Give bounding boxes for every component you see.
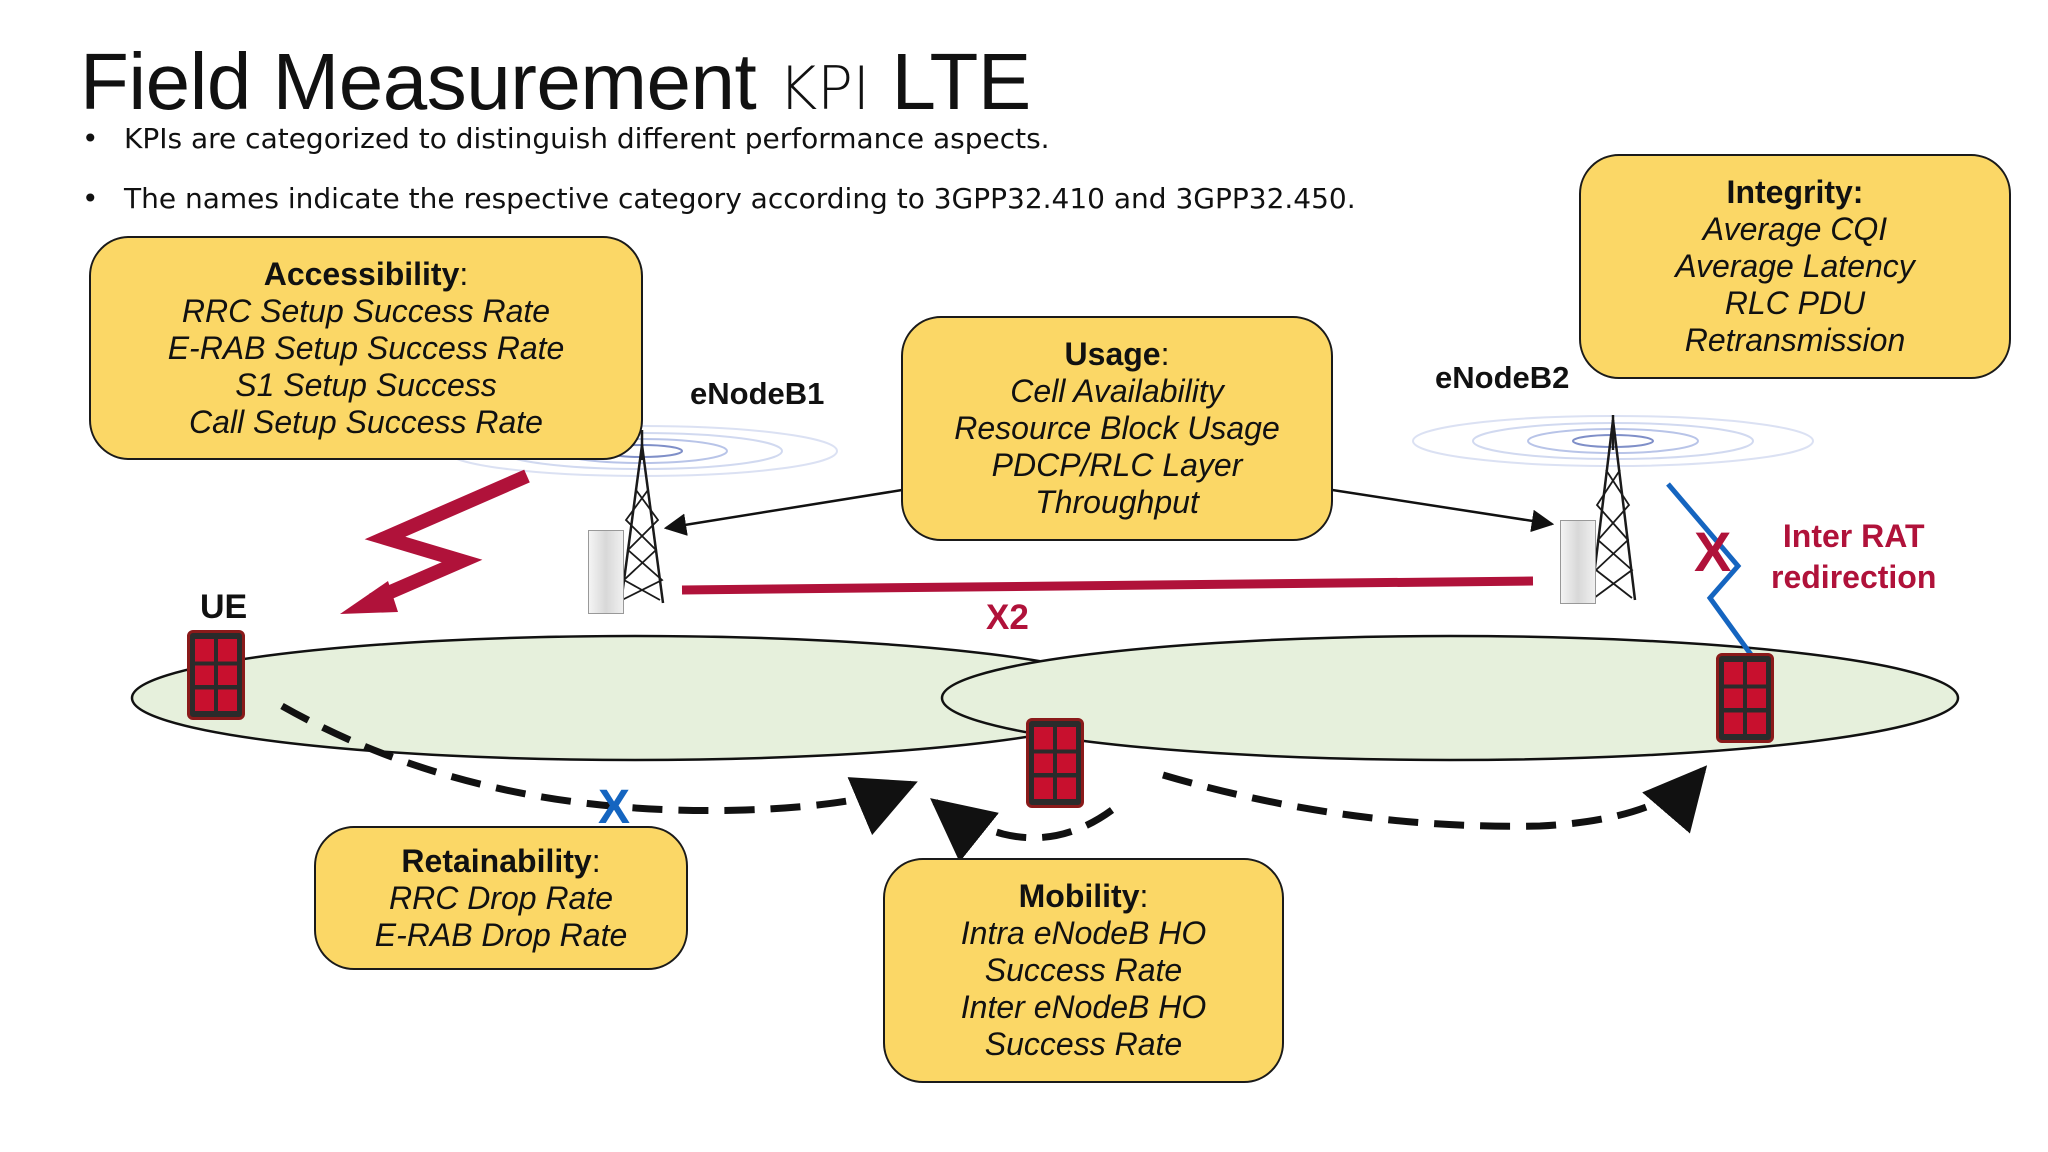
ue-label: UE [200, 588, 248, 626]
ue-phone-handover-icon [1026, 718, 1084, 808]
accessibility-item: RRC Setup Success Rate [181, 292, 551, 329]
enodeb1-cabinet [588, 530, 624, 614]
mobility-item: Success Rate [984, 1026, 1183, 1062]
enodeb2-label: eNodeB2 [1435, 360, 1570, 395]
inter-rat-fail-x: X [1694, 520, 1732, 583]
ue-phone-icon [187, 630, 245, 720]
accessibility-item: Call Setup Success Rate [189, 403, 543, 440]
cell-enodeb2 [940, 634, 1960, 762]
title-main: Field Measurement [80, 37, 757, 126]
x2-link [681, 576, 1534, 595]
integrity-heading: Integrity: [1726, 174, 1864, 210]
integrity-box: Integrity: Average CQI Average Latency R… [1579, 154, 2011, 379]
enodeb2-cabinet [1560, 520, 1596, 604]
inter-rat-line2: redirection [1771, 559, 1937, 595]
bullet-list: KPIs are categorized to distinguish diff… [80, 122, 1356, 242]
enodeb1-label: eNodeB1 [690, 376, 825, 411]
usage-box: Usage: Cell Availability Resource Block … [901, 316, 1333, 541]
integrity-item: Retransmission [1684, 322, 1906, 358]
title-kpi: KPI [777, 54, 870, 124]
integrity-item: Average CQI [1702, 211, 1888, 247]
bullet-item: KPIs are categorized to distinguish diff… [80, 122, 1356, 182]
tower-enodeb1 [619, 430, 665, 604]
inter-rat-label: Inter RAT redirection [1771, 516, 1936, 598]
mobility-item: Intra eNodeB HO [960, 915, 1207, 951]
retainability-heading: Retainability [401, 842, 592, 879]
accessibility-box: Accessibility: RRC Setup Success Rate E-… [89, 236, 643, 460]
usage-item: PDCP/RLC Layer [991, 447, 1243, 483]
tower-enodeb2 [1589, 415, 1637, 601]
ue-phone-inter-rat-icon [1716, 653, 1774, 743]
retainability-item: E-RAB Drop Rate [374, 916, 628, 953]
mobility-heading: Mobility [1018, 878, 1140, 914]
accessibility-item: S1 Setup Success [235, 366, 497, 403]
bullet-item: The names indicate the respective catego… [80, 182, 1356, 242]
inter-rat-line1: Inter RAT [1782, 518, 1925, 554]
accessibility-heading: Accessibility [263, 255, 460, 292]
page-title: Field Measurement KPI LTE [80, 36, 1031, 128]
x2-label: X2 [986, 598, 1029, 637]
usage-arrow-to-enodeb2 [1299, 483, 1555, 533]
mobility-box: Mobility: Intra eNodeB HO Success Rate I… [883, 858, 1284, 1083]
title-tail: LTE [891, 37, 1031, 126]
integrity-item: Average Latency [1675, 248, 1915, 284]
usage-arrow-to-enodeb1 [663, 488, 903, 536]
integrity-item: RLC PDU [1724, 285, 1866, 321]
usage-item: Throughput [1035, 484, 1199, 520]
inter-rat-lightning [1666, 482, 1755, 658]
usage-heading: Usage [1064, 336, 1161, 372]
retainability-box: Retainability: RRC Drop Rate E-RAB Drop … [314, 826, 688, 970]
mobility-item: Inter eNodeB HO [960, 989, 1207, 1025]
accessibility-item: E-RAB Setup Success Rate [167, 329, 565, 366]
usage-item: Cell Availability [1010, 373, 1224, 409]
drop-fail-x: X [598, 781, 631, 834]
mobility-item: Success Rate [984, 952, 1183, 988]
usage-item: Resource Block Usage [954, 410, 1280, 446]
access-lightning-arrow [340, 469, 530, 614]
mobility-paths [280, 702, 1708, 863]
retainability-item: RRC Drop Rate [388, 879, 614, 916]
